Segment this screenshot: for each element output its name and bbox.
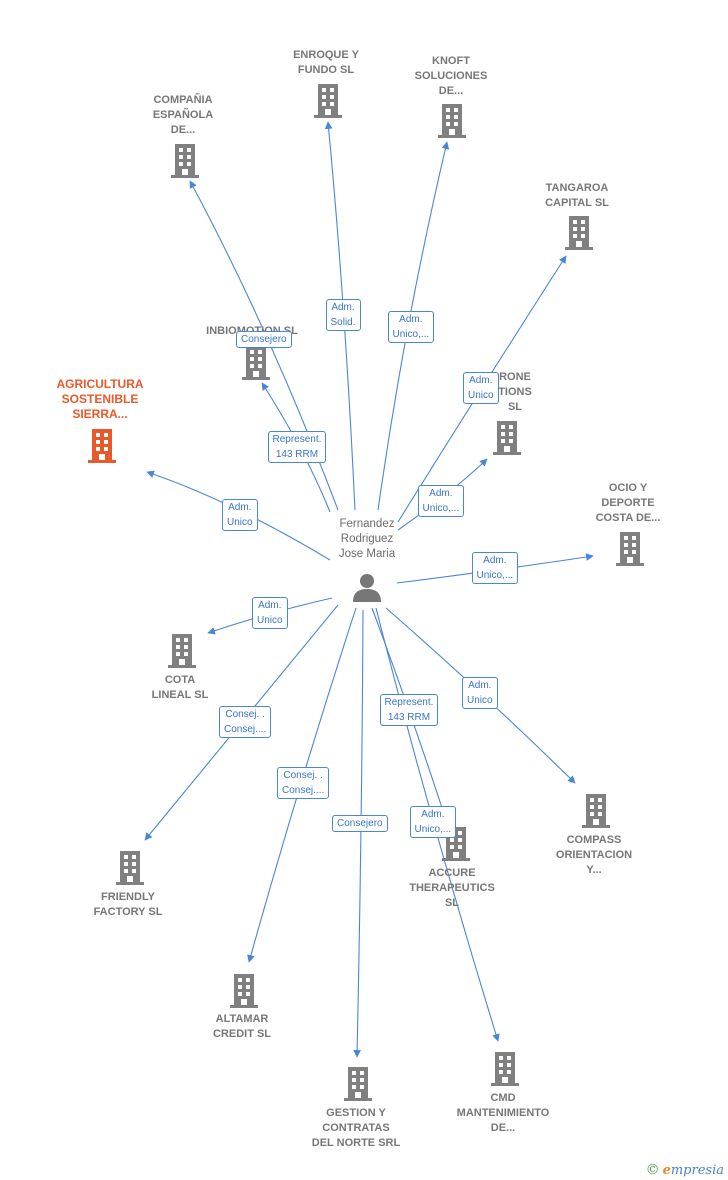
company-label-compania[interactable]: COMPAÑIA ESPAÑOLA DE... [152,94,214,136]
brand-name: mpresia [670,1163,724,1178]
company-node-compass[interactable] [580,792,612,833]
company-label-cmd[interactable]: CMD MANTENIMIENTO DE... [456,1092,550,1134]
building-icon [230,974,258,1008]
relation-label-cmd[interactable]: Adm. Unico,... [409,806,457,838]
company-node-gestion[interactable] [342,1065,374,1106]
edge-gestion [353,609,364,1058]
relation-label-ocio[interactable]: Adm. Unico,... [471,552,519,584]
company-node-tangaroa[interactable] [563,214,595,255]
company-label-agricultura[interactable]: AGRICULTURA SOSTENIBLE SIERRA... [56,377,144,421]
relation-label-cota[interactable]: Adm. Unico [252,597,288,629]
building-icon [493,421,521,455]
company-label-ocio[interactable]: OCIO Y DEPORTE COSTA DE... [595,482,661,524]
relation-label-compass[interactable]: Adm. Unico [462,677,498,709]
relation-label-gestion[interactable]: Consejero [332,814,388,832]
brand-footer[interactable]: ©empresia [646,1162,724,1178]
building-icon [314,84,342,118]
person-node[interactable] [352,572,382,607]
building-icon [582,794,610,828]
building-icon [171,144,199,178]
company-node-enroque[interactable] [312,82,344,123]
company-label-gestion[interactable]: GESTION Y CONTRATAS DEL NORTE SRL [311,1107,401,1149]
company-node-friendly[interactable] [114,849,146,890]
company-label-knoft[interactable]: KNOFT SOLUCIONES DE... [414,55,488,97]
company-label-compass[interactable]: COMPASS ORIENTACION Y... [555,834,633,876]
company-label-friendly[interactable]: FRIENDLY FACTORY SL [93,891,163,918]
company-label-drone[interactable]: RONE TIONS SL [498,371,532,413]
building-icon [438,104,466,138]
relation-label-altamar[interactable]: Consej. . Consej.... [277,767,330,799]
relation-label-tangaroa[interactable]: Adm. Unico [463,372,499,404]
company-node-knoft[interactable] [436,102,468,143]
building-icon [242,346,270,380]
company-node-ocio[interactable] [614,530,646,571]
company-node-compania[interactable] [169,142,201,183]
company-label-tangaroa[interactable]: TANGAROA CAPITAL SL [545,182,609,209]
relation-label-compania[interactable]: Consejero [236,330,292,348]
building-icon [116,851,144,885]
relation-label-friendly[interactable]: Consej. . Consej.... [219,706,272,738]
relation-label-agricultura[interactable]: Adm. Unico [222,499,258,531]
relation-label-knoft[interactable]: Adm. Unico,... [387,311,435,343]
company-node-altamar[interactable] [228,972,260,1013]
relation-label-inbiomotion[interactable]: Represent. 143 RRM [267,431,327,463]
company-node-drone[interactable] [491,419,523,460]
building-icon [616,532,644,566]
building-icon [168,634,196,668]
company-label-altamar[interactable]: ALTAMAR CREDIT SL [212,1013,272,1040]
company-label-accure[interactable]: ACCURE THERAPEUTICS SL [409,867,495,909]
building-icon [565,216,593,250]
relation-label-drone[interactable]: Adm. Unico,... [417,485,465,517]
building-icon [344,1067,372,1101]
brand-e: e [662,1163,671,1178]
company-label-cota[interactable]: COTA LINEAL SL [151,674,209,701]
building-icon [491,1052,519,1086]
company-node-agricultura[interactable] [86,427,118,468]
company-node-cota[interactable] [166,632,198,673]
relation-label-accure[interactable]: Represent. 143 RRM [379,694,439,726]
person-name[interactable]: Fernandez Rodriguez Jose Maria [338,518,396,560]
company-node-cmd[interactable] [489,1050,521,1091]
company-label-enroque[interactable]: ENROQUE Y FUNDO SL [293,49,359,76]
company-node-inbiomotion[interactable] [240,344,272,385]
relation-label-enroque[interactable]: Adm. Solid. [325,299,361,331]
copyright-symbol: © [645,1162,660,1178]
building-icon [88,429,116,463]
person-icon [353,574,381,602]
